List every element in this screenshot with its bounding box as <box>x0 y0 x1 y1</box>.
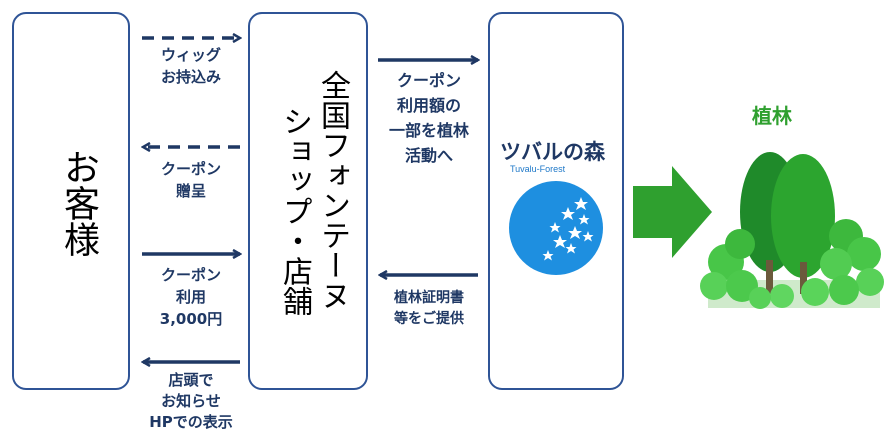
coupon-amount-label-line1: クーポン <box>396 71 461 90</box>
coupon-amount-label-line2: 利用額の <box>396 96 461 115</box>
customer-label: お客様 <box>58 149 99 257</box>
forest-org-name: ツバルの森 <box>500 140 605 164</box>
shop-box: 全国フォンテーヌ ショップ・店舗 <box>248 12 368 390</box>
coupon-amount-label-line3: 一部を植林 <box>388 121 469 140</box>
certificate-label-line2: 等をご提供 <box>394 311 464 327</box>
wig-label-line1: ウィッグ <box>160 46 221 64</box>
coupon-use-label-line2: 利用 <box>175 288 206 306</box>
customer-box: お客様 <box>12 12 130 390</box>
coupon-amount-label-line4: 活動へ <box>404 146 453 165</box>
shop-label-line2: ショップ・店舗 <box>277 106 312 316</box>
coupon-use-label-line1: クーポン <box>160 266 221 284</box>
forest-org-box: ツバルの森 Tuvalu-Forest <box>488 12 624 390</box>
notice-label: 店頭で お知らせ HPでの表示 <box>140 370 242 433</box>
coupon-amount-label: クーポン 利用額の 一部を植林 活動へ <box>374 68 484 168</box>
forest-org-sub: Tuvalu-Forest <box>510 164 566 174</box>
trees-icon <box>700 152 884 309</box>
green-arrow <box>633 166 712 258</box>
coupon-use-label-line3: 3,000円 <box>159 310 223 328</box>
coupon-use-label: クーポン 利用 3,000円 <box>143 264 239 330</box>
wig-label-line2: お持込み <box>160 68 221 86</box>
certificate-label: 植林証明書 等をご提供 <box>374 288 484 330</box>
shop-label-line1: 全国フォンテーヌ <box>315 70 350 310</box>
globe-icon <box>509 181 603 275</box>
coupon-gift-label: クーポン 贈呈 <box>143 158 239 202</box>
coupon-gift-label-line1: クーポン <box>160 160 221 178</box>
certificate-label-line1: 植林証明書 <box>394 290 464 306</box>
notice-label-line2: お知らせ <box>161 392 221 410</box>
notice-label-line3: HPでの表示 <box>149 413 233 431</box>
notice-label-line1: 店頭で <box>168 371 214 389</box>
planting-label: 植林 <box>752 104 792 128</box>
wig-label: ウィッグ お持込み <box>143 44 239 88</box>
coupon-gift-label-line2: 贈呈 <box>175 182 206 200</box>
